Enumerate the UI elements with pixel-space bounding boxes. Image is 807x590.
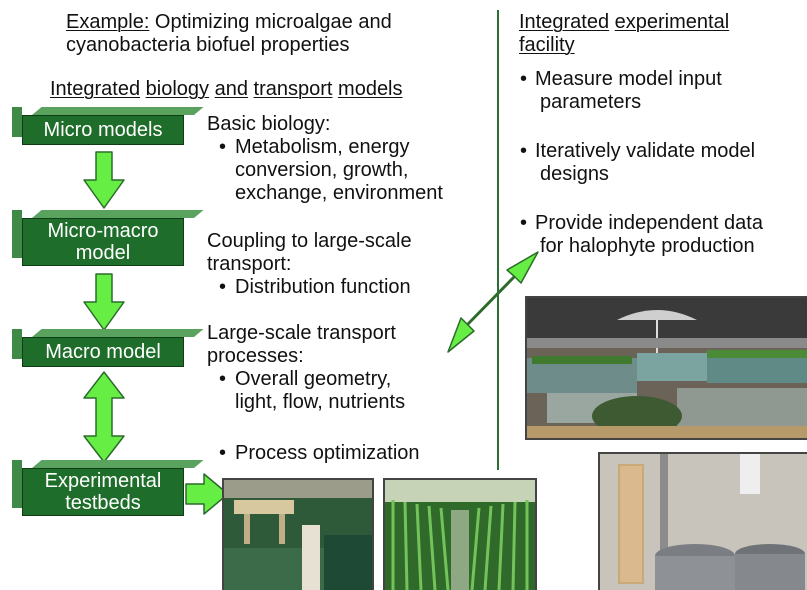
bullet-text: Process optimization	[235, 442, 420, 464]
models-heading-word: transport	[253, 78, 333, 100]
micro-models-box: Micro models	[12, 107, 204, 145]
basic-biology-bullet-cont: exchange, environment	[235, 182, 443, 204]
bullet-text-cont: for halophyte production	[540, 235, 755, 257]
basic-biology-bullet: Metabolism, energy	[219, 136, 443, 159]
coupling-bullet: Distribution function	[219, 276, 412, 299]
large-scale-block: Large-scale transport processes: Overall…	[207, 322, 405, 414]
facility-bullet-2: Iteratively validate model designs	[520, 140, 755, 186]
diagonal-double-arrow-icon	[447, 251, 539, 353]
lab-photo	[598, 452, 807, 590]
right-arrow-icon	[185, 473, 229, 515]
bullet-text: Overall geometry,	[235, 368, 392, 390]
double-arrow-icon	[83, 371, 125, 463]
coupling-heading-line2: transport:	[207, 253, 292, 275]
photobioreactor-photo	[383, 478, 537, 590]
large-scale-heading-line2: processes:	[207, 345, 304, 367]
process-optimization-block: Process optimization	[219, 442, 420, 465]
large-scale-bullet: Overall geometry,	[219, 368, 405, 391]
basic-biology-bullet-cont: conversion, growth,	[235, 159, 409, 181]
raceway-pond-image	[224, 480, 372, 590]
greenhouse-image	[527, 298, 807, 438]
macro-model-box: Macro model	[12, 329, 204, 367]
bullet-text: Iteratively validate model	[535, 140, 756, 162]
title-line1: Optimizing microalgae and	[149, 11, 392, 33]
process-optimization-bullet: Process optimization	[219, 442, 420, 465]
bullet-text-cont: parameters	[540, 91, 642, 113]
micro-macro-box: Micro-macro model	[12, 210, 204, 266]
raceway-pond-photo	[222, 478, 374, 590]
facility-heading: Integrated experimental facility	[519, 11, 729, 57]
coupling-block: Coupling to large-scale transport: Distr…	[207, 230, 412, 299]
large-scale-heading-line1: Large-scale transport	[207, 322, 396, 344]
models-heading-word: biology	[145, 78, 210, 100]
models-heading-word: and	[214, 78, 248, 100]
facility-bullet-3: Provide independent data for halophyte p…	[520, 212, 763, 258]
photobioreactor-image	[385, 480, 535, 590]
micro-macro-label-line1: Micro-macro	[47, 220, 159, 242]
down-arrow-icon	[83, 273, 125, 331]
page-title: Example: Optimizing microalgae and	[66, 11, 392, 34]
title-line2: cyanobacteria biofuel properties	[66, 34, 350, 56]
down-arrow-icon	[83, 151, 125, 209]
bullet-text-cont: designs	[540, 163, 609, 185]
bullet-text: Distribution function	[235, 276, 411, 298]
testbeds-label-line1: Experimental	[44, 470, 162, 492]
greenhouse-photo	[525, 296, 807, 440]
macro-model-label: Macro model	[45, 341, 161, 363]
bullet-text: Measure model input	[535, 68, 722, 90]
micro-macro-label-line2: model	[75, 242, 131, 264]
testbeds-label-line2: testbeds	[65, 492, 141, 514]
facility-heading-word: facility	[519, 34, 575, 56]
facility-heading-word: Integrated	[519, 11, 610, 33]
experimental-testbeds-box: Experimental testbeds	[12, 460, 204, 516]
micro-models-label: Micro models	[43, 119, 163, 141]
title-prefix: Example:	[66, 11, 150, 33]
bullet-text: Provide independent data	[535, 212, 763, 234]
models-heading: Integrated biology and transport models	[50, 78, 403, 101]
column-divider	[497, 10, 499, 470]
models-heading-word: models	[338, 78, 403, 100]
basic-biology-heading: Basic biology:	[207, 113, 331, 135]
basic-biology-block: Basic biology: Metabolism, energy conver…	[207, 113, 443, 205]
coupling-heading-line1: Coupling to large-scale	[207, 230, 412, 252]
facility-heading-word: experimental	[614, 11, 730, 33]
large-scale-bullet-cont: light, flow, nutrients	[235, 391, 406, 413]
bullet-text: Metabolism, energy	[235, 136, 410, 158]
lab-image	[600, 454, 807, 590]
models-heading-word: Integrated	[50, 78, 141, 100]
facility-bullet-1: Measure model input parameters	[520, 68, 722, 114]
